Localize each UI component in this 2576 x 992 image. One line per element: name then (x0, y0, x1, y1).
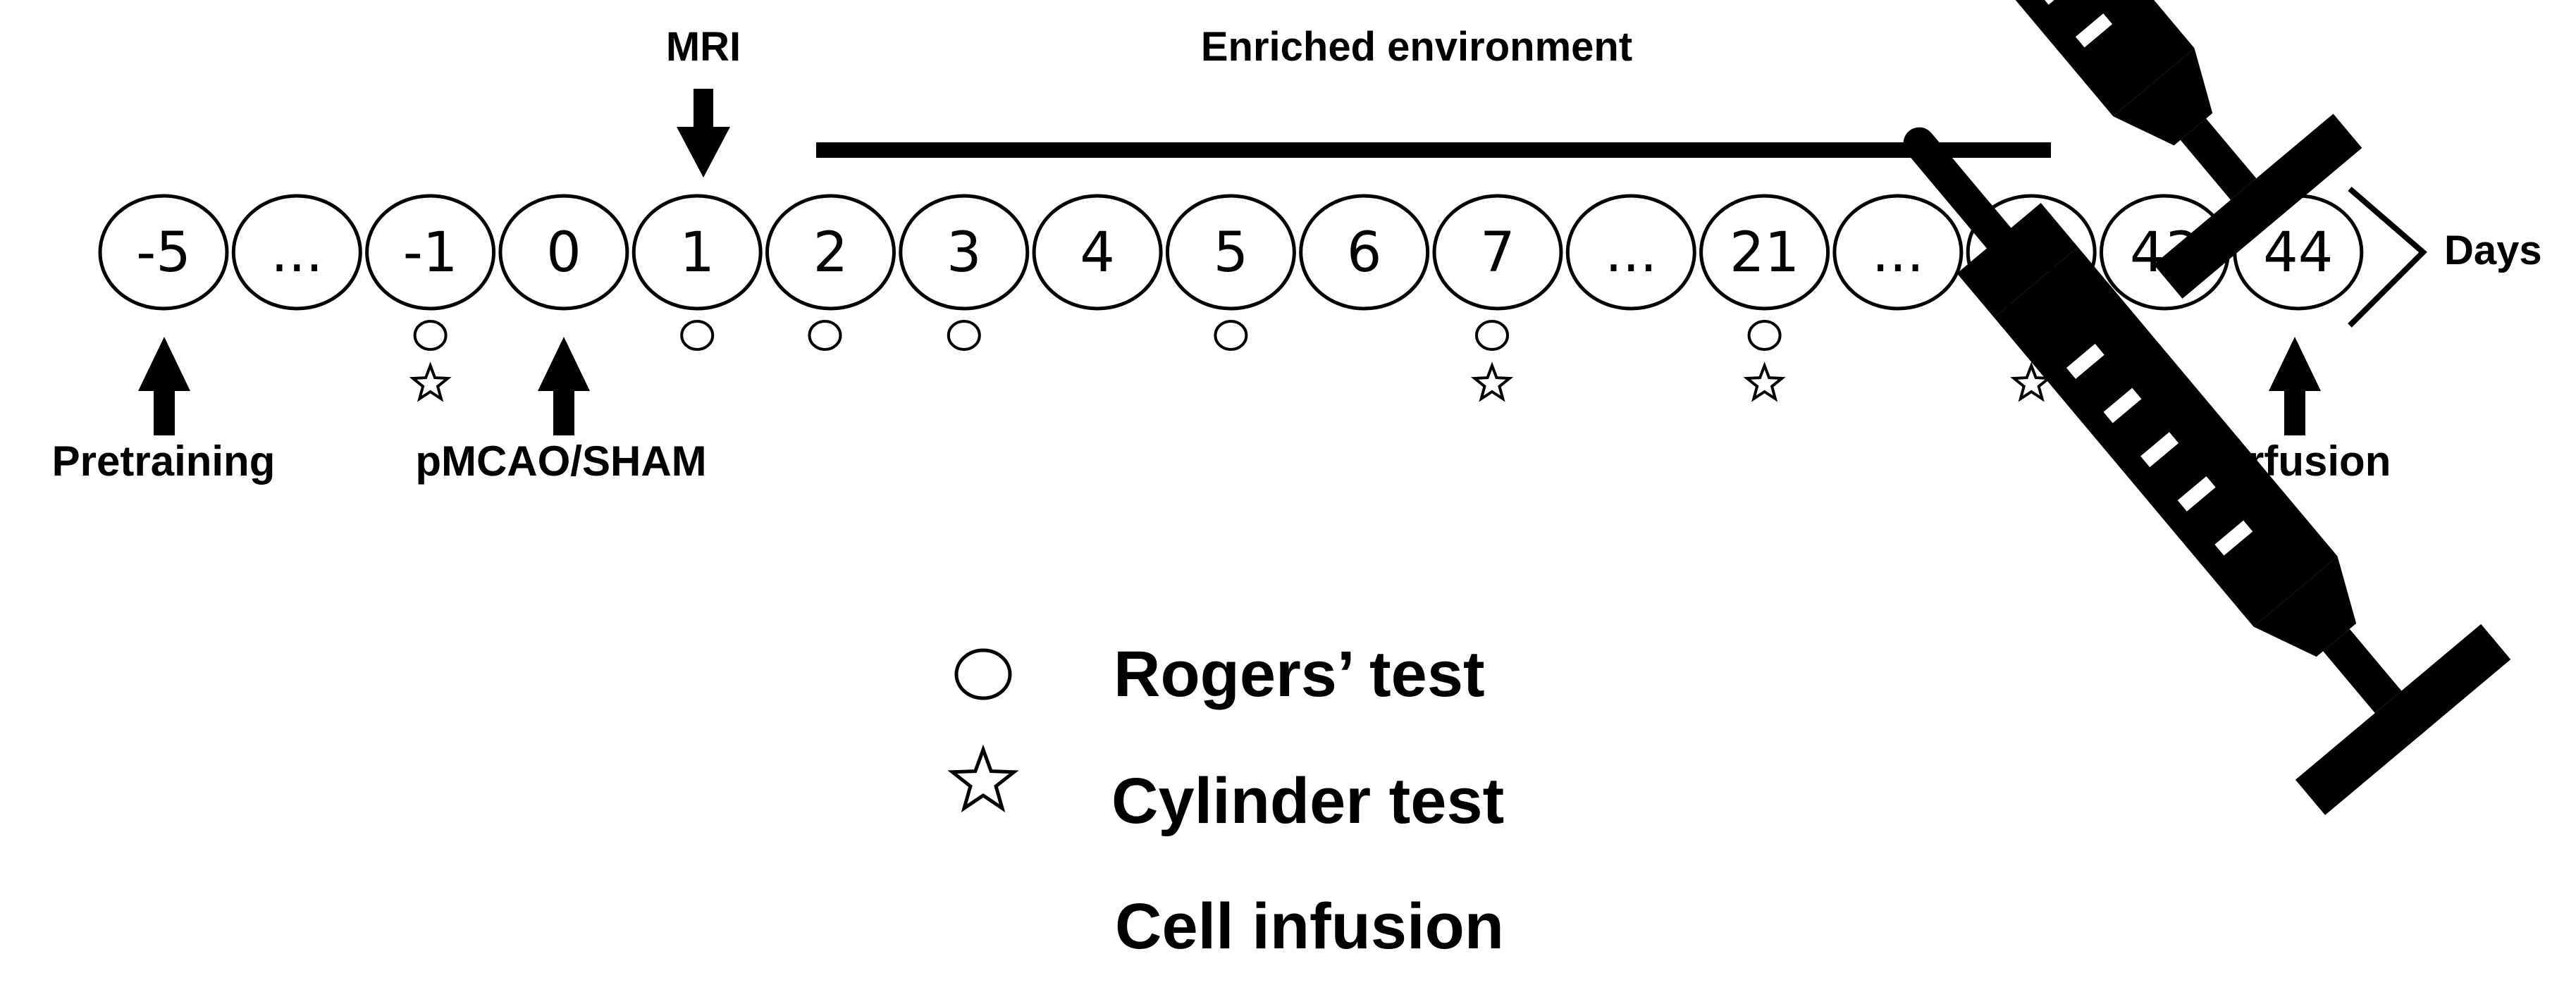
cylinder-star-icon (1470, 361, 1514, 402)
day-label: 2 (813, 221, 849, 285)
day-label: 1 (679, 221, 715, 285)
legend-cylinder-label: Cylinder test (1111, 765, 1504, 837)
day-circle (1432, 194, 1563, 311)
day-circle (231, 194, 362, 311)
day-label: 6 (1347, 221, 1382, 285)
legend-rogers-label: Rogers’ test (1114, 638, 1485, 710)
day-label: ... (1872, 221, 1924, 285)
rogers-circle-icon (947, 320, 981, 351)
timeline-chevron-icon (2348, 186, 2427, 328)
day-circle (1032, 194, 1163, 311)
day-label: 44 (2263, 221, 2333, 285)
pmcao-sham-label: pMCAO/SHAM (415, 438, 706, 485)
rogers-circle-icon (680, 320, 715, 351)
mri-label: MRI (666, 24, 741, 70)
rogers-circle-icon (1475, 320, 1509, 351)
day-circle (631, 194, 763, 311)
cylinder-star-icon (1743, 361, 1786, 402)
rogers-circle-icon (1747, 320, 1782, 351)
cylinder-star-icon (2010, 361, 2053, 402)
mri-down-arrow-icon (677, 89, 730, 178)
days-label: Days (2444, 228, 2542, 273)
day-circle (365, 194, 496, 311)
day-label: 3 (947, 221, 982, 285)
rogers-circle-icon (1214, 320, 1248, 351)
day-label: 21 (1730, 221, 1799, 285)
rogers-circle-icon (808, 320, 842, 351)
pretraining-up-arrow-icon (138, 337, 190, 435)
day-circle (1699, 194, 1830, 311)
day-label: 5 (1214, 221, 1249, 285)
day-label: ... (271, 221, 323, 285)
legend-syringe-icon (1826, 66, 2510, 815)
day-label: 7 (1480, 221, 1515, 285)
day-circle (1832, 194, 1964, 311)
day-circle (1565, 194, 1696, 311)
pmcao-up-arrow-icon (538, 337, 590, 435)
day-label: -5 (136, 221, 191, 285)
day-circle (1165, 194, 1296, 311)
enriched-environment-label: Enriched environment (1201, 24, 1632, 70)
day-circle (98, 194, 229, 311)
day-circle (765, 194, 896, 311)
legend-star-icon (947, 744, 1019, 813)
cylinder-star-icon (409, 361, 452, 402)
pretraining-label: Pretraining (52, 438, 276, 485)
day-circle (899, 194, 1030, 311)
day-circle (1299, 194, 1430, 311)
legend-circle-icon (954, 648, 1012, 700)
perfusion-up-arrow-icon (2269, 337, 2321, 435)
day-label: 4 (1080, 221, 1115, 285)
rogers-circle-icon (413, 320, 448, 351)
day-label: 0 (546, 221, 581, 285)
enriched-environment-bar (816, 142, 2051, 158)
legend: Rogers’ test Cylinder test Cell infusion (947, 66, 2510, 962)
day-circle (498, 194, 629, 311)
legend-infusion-label: Cell infusion (1115, 891, 1504, 962)
day-label: ... (1605, 221, 1657, 285)
day-label: -1 (403, 221, 458, 285)
